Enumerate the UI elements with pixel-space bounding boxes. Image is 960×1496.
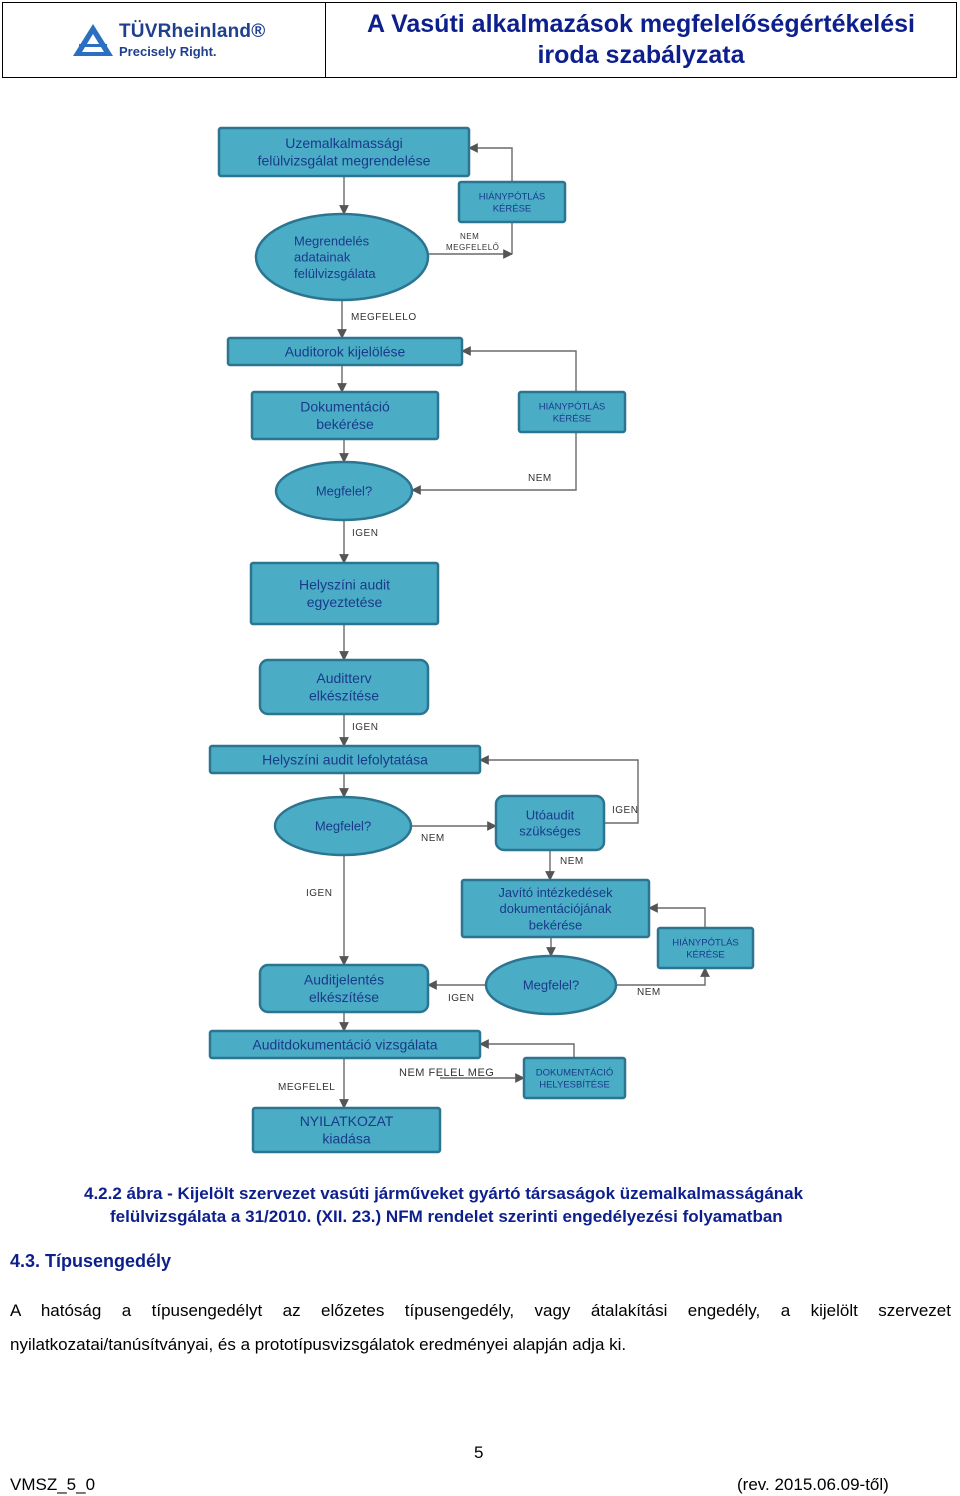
flow-node-text: szükséges: [519, 824, 581, 839]
flow-edge-label: MEGFELELO: [351, 312, 417, 323]
flow-node-text: Auditterv: [316, 670, 371, 686]
flow-edge-label: IGEN: [352, 722, 378, 733]
tuv-logo: TÜVRheinland® Precisely Right.: [3, 3, 326, 77]
flow-node-text: felülvizsgálat megrendelése: [258, 153, 431, 169]
flow-node-text: Auditdokumentáció vizsgálata: [252, 1036, 437, 1052]
caption-line-2: felülvizsgálata a 31/2010. (XII. 23.) NF…: [110, 1207, 783, 1226]
flow-node-text: kiadása: [322, 1131, 370, 1147]
flow-node-text: HIÁNYPÓTLÁS: [672, 937, 739, 948]
page-number: 5: [474, 1443, 484, 1462]
flow-node-javito: Javító intézkedésekdokumentációjánakbeké…: [460, 878, 651, 939]
logo-tagline: Precisely Right.: [119, 44, 217, 59]
flow-node-text: KÉRÉSE: [493, 203, 532, 214]
flow-edge-label: IGEN: [448, 993, 474, 1004]
flow-node-text: elkészítése: [309, 688, 379, 704]
footer-revision: (rev. 2015.06.09-től): [737, 1475, 889, 1494]
flow-node-text: felülvizsgálata: [294, 266, 376, 281]
logo-brand-text: TÜVRheinland®: [119, 21, 266, 42]
section-body-text: A hatóság a típusengedélyt az előzetes t…: [10, 1301, 951, 1354]
flow-connector: [479, 1039, 575, 1058]
section-heading: 4.3. Típusengedély: [10, 1251, 172, 1271]
flow-node-nyilatkozat: NYILATKOZAT kiadása: [251, 1106, 442, 1154]
flow-node-text: HIÁNYPÓTLÁS: [479, 191, 546, 202]
flow-edge-label: MEGFELEL: [278, 1082, 335, 1093]
flow-node-utoaudit: Utóaudit szükséges: [494, 794, 606, 852]
flow-node-text: dokumentációjának: [499, 901, 612, 916]
flow-connector: [648, 903, 706, 928]
flow-node-text: Megfelel?: [316, 484, 372, 499]
flow-edge-label: NEM: [460, 232, 479, 241]
flow-node-text: adatainak: [294, 250, 351, 265]
caption-line-1: 4.2.2 ábra - Kijelölt szervezet vasúti j…: [84, 1184, 804, 1203]
flow-node-text: bekérése: [316, 416, 374, 432]
flow-node-text: Dokumentáció: [300, 399, 390, 415]
flow-node-text: egyeztetése: [307, 594, 383, 610]
flow-node-text: Helyszíni audit: [299, 577, 390, 593]
flow-edge-label: NEM: [560, 856, 584, 867]
flow-connector: [411, 432, 577, 495]
flow-node-text: Megfelel?: [523, 978, 579, 993]
flow-node-text: bekérése: [529, 917, 582, 932]
flow-node-text: Auditorok kijelölése: [285, 343, 406, 359]
flow-node-text: KÉRÉSE: [686, 949, 725, 960]
flow-edge-label: NEM: [528, 473, 552, 484]
flow-node-text: Javító intézkedések: [498, 885, 613, 900]
flow-node-text: Megrendelés: [294, 233, 370, 248]
flow-node-text: KÉRÉSE: [553, 413, 592, 424]
flow-node-lefoly: Helyszíni audit lefolytatása: [208, 744, 482, 775]
flow-node-megfelel1: Megfelel?: [274, 460, 414, 522]
tuv-triangle-icon: [73, 24, 113, 56]
flow-edge-label: IGEN: [612, 805, 638, 816]
footer-doc-id: VMSZ_5_0: [10, 1475, 96, 1494]
flow-node-megfelel3: Megfelel?: [484, 954, 618, 1016]
flow-node-auditdok: Auditdokumentáció vizsgálata: [208, 1029, 482, 1060]
flow-edge-label: IGEN: [352, 528, 378, 539]
flow-connector: [479, 755, 639, 824]
flow-node-text: Megfelel?: [315, 819, 371, 834]
flow-node-auditorok: Auditorok kijelölése: [226, 336, 464, 367]
flow-connector: [461, 346, 577, 392]
flow-node-uzemalk: Uzemalkalmassági felülvizsgálat megrendel…: [217, 126, 471, 178]
flow-node-text: elkészítése: [309, 989, 379, 1005]
flow-node-text: HELYESBÍTÉSE: [539, 1079, 610, 1090]
document-title: A Vasúti alkalmazások megfelelőségértéke…: [367, 10, 915, 69]
flow-node-text: Utóaudit: [526, 807, 575, 822]
flow-edge-label: MEGFELELŐ: [446, 243, 499, 252]
flow-connector: [616, 967, 710, 986]
flow-node-megfelel2: Megfelel?: [273, 795, 413, 857]
flow-edge-label: NEM FELEL MEG: [399, 1067, 494, 1079]
flow-node-auditterv: Auditterv elkészítése: [258, 658, 430, 716]
flow-edge-label: NEM: [421, 833, 445, 844]
flow-node-text: Helyszíni audit lefolytatása: [262, 751, 428, 767]
flow-edge-label: IGEN: [306, 888, 332, 899]
flow-node-text: DOKUMENTÁCIÓ: [536, 1067, 614, 1078]
flow-node-text: HIÁNYPÓTLÁS: [539, 401, 606, 412]
page-header: TÜVRheinland® Precisely Right. A Vasúti …: [2, 2, 957, 78]
process-flowchart: Uzemalkalmassági felülvizsgálat megrendel…: [208, 126, 755, 1154]
flow-node-text: NYILATKOZAT: [300, 1113, 394, 1129]
flow-node-text: Uzemalkalmassági: [285, 135, 402, 151]
flow-edge-label: NEM: [637, 987, 661, 998]
figure-caption: 4.2.2 ábra - Kijelölt szervezet vasúti j…: [84, 1182, 934, 1228]
flow-node-text: Auditjelentés: [304, 972, 384, 988]
